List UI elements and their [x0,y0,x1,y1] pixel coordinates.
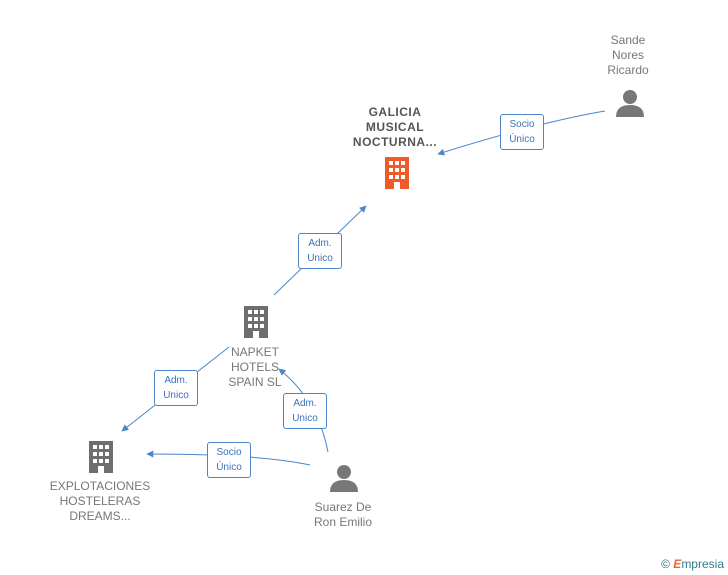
brand-logo-letter: E [673,557,682,571]
edge-label-suarez-napket[interactable]: Adm. Unico [283,393,327,429]
node-label-napket[interactable]: NAPKET HOTELS SPAIN SL [213,345,297,390]
node-label-galicia[interactable]: GALICIA MUSICAL NOCTURNA... [340,105,450,150]
edge-label-sande-galicia[interactable]: Socio Único [500,114,544,150]
node-label-suarez[interactable]: Suarez De Ron Emilio [298,500,388,530]
edge-label-line: Único [509,134,535,145]
edge-label-line: Unico [163,390,189,401]
node-label-line: MUSICAL [365,120,425,134]
edge-label-line: Adm. [308,238,332,249]
building-icon[interactable] [240,305,272,339]
node-label-explotaciones[interactable]: EXPLOTACIONES HOSTELERAS DREAMS... [40,479,160,524]
node-label-line: DREAMS... [69,509,131,523]
edge-label-line: Único [216,462,242,473]
node-label-line: Suarez De [314,500,372,514]
node-label-line: Sande [610,33,646,47]
edge-label-suarez-explotaciones[interactable]: Socio Único [207,442,251,478]
node-label-line: GALICIA [368,105,422,119]
node-label-line: HOTELS [230,360,279,374]
building-icon[interactable] [85,440,117,474]
person-icon[interactable] [615,88,645,118]
edge-label-napket-explotaciones[interactable]: Adm. Unico [154,370,198,406]
edge-label-line: Socio [509,119,535,130]
main-building-icon[interactable] [381,156,413,190]
copyright-symbol: © [661,557,670,571]
node-label-line: HOSTELERAS [59,494,141,508]
node-label-line: Ron Emilio [313,515,373,529]
footer-brand: © Empresia [661,557,724,571]
edge-label-line: Adm. [293,398,317,409]
person-icon[interactable] [329,463,359,493]
node-label-sande[interactable]: Sande Nores Ricardo [588,33,668,78]
node-label-line: NOCTURNA... [352,135,438,149]
node-label-line: EXPLOTACIONES [49,479,151,493]
edge-label-line: Socio [216,447,242,458]
edge-label-line: Unico [307,253,333,264]
node-label-line: Nores [611,48,644,62]
edge-label-line: Unico [292,413,318,424]
brand-name: mpresia [681,557,724,571]
node-label-line: NAPKET [230,345,279,359]
edge-label-napket-galicia[interactable]: Adm. Unico [298,233,342,269]
node-label-line: SPAIN SL [228,375,282,389]
node-label-line: Ricardo [607,63,649,77]
edge-label-line: Adm. [164,375,188,386]
